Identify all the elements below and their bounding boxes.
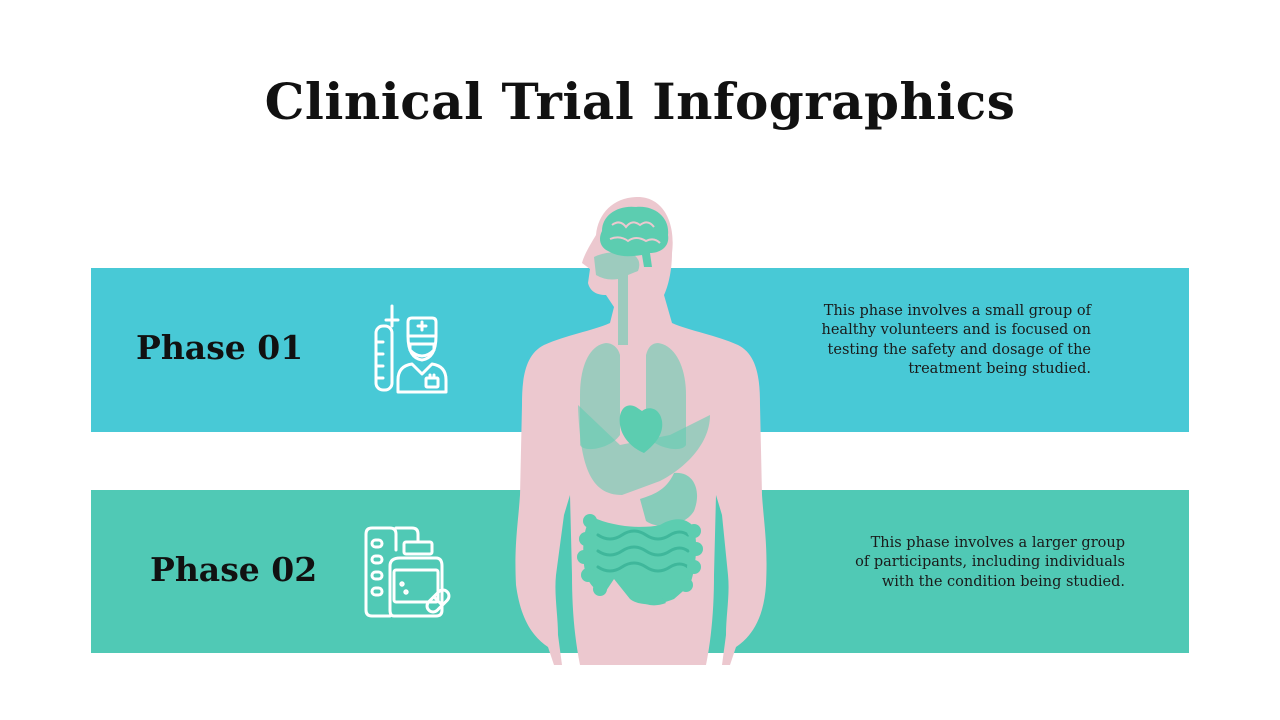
phase-01-label: Phase 01	[136, 328, 304, 367]
phase-02-label: Phase 02	[150, 550, 318, 589]
phase-02-description: This phase involves a larger group of pa…	[855, 535, 1125, 590]
doctor-with-syringe-icon	[374, 304, 448, 394]
page-title: Clinical Trial Infographics	[264, 72, 1016, 131]
phase-01-description: This phase involves a small group of hea…	[821, 303, 1091, 377]
medicine-bottle-and-pills-icon	[364, 526, 451, 618]
human-anatomy-icon	[515, 197, 767, 665]
